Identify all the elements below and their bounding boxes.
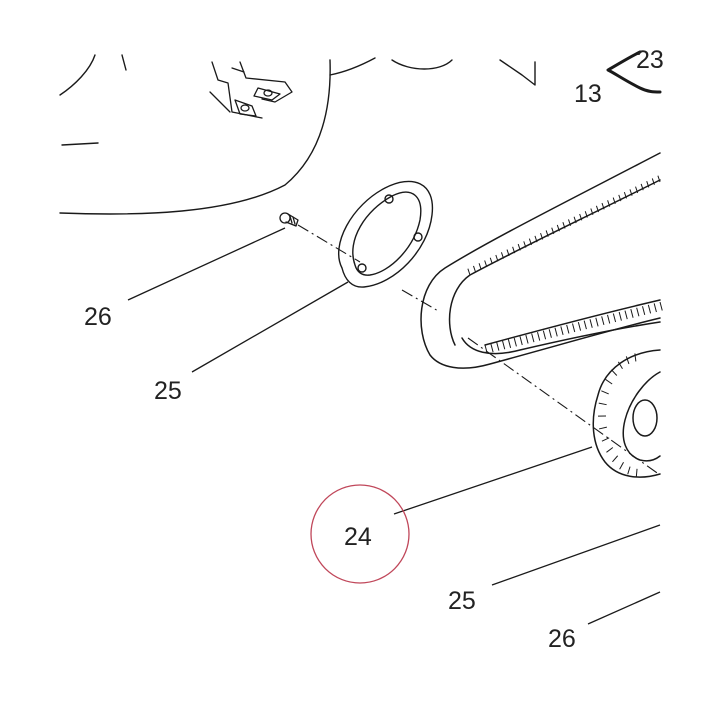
belt-teeth-upper	[467, 175, 661, 276]
pulley-teeth	[597, 353, 638, 477]
belt-teeth-lower	[484, 301, 663, 354]
assembly-axis	[297, 224, 661, 476]
callout-13: 13	[574, 80, 602, 108]
leader-lines	[127, 227, 661, 625]
callout-26-bottom: 26	[548, 625, 576, 653]
timing-belt	[420, 152, 661, 369]
housing-outline	[59, 54, 536, 215]
mount-bracket	[209, 61, 293, 119]
retaining-plate-part-25	[337, 180, 434, 288]
callout-25-bottom: 25	[448, 587, 476, 615]
callout-24: 24	[344, 523, 372, 551]
callout-23-partial: 23	[636, 46, 664, 74]
pulley-part-24	[592, 349, 661, 478]
highlight-circle	[310, 484, 410, 584]
screw-part-26	[279, 212, 299, 227]
callout-25-top: 25	[154, 377, 182, 405]
callout-26-top: 26	[84, 303, 112, 331]
group-brace	[606, 50, 662, 94]
